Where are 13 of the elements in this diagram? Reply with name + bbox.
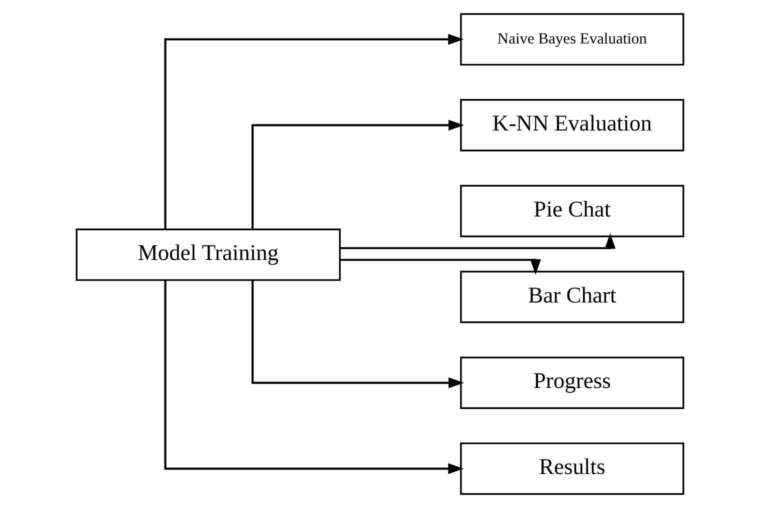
node-box: Results xyxy=(460,442,684,495)
node-box: Bar Chart xyxy=(460,270,684,324)
node-box: Naive Bayes Evaluation xyxy=(460,13,684,66)
arrow xyxy=(340,258,541,275)
arrow xyxy=(340,233,616,250)
arrow xyxy=(252,120,464,230)
node-box: K-NN Evaluation xyxy=(460,99,684,152)
node-box: Model Training xyxy=(76,228,341,281)
arrow xyxy=(164,280,464,474)
arrow xyxy=(252,280,464,388)
node-box: Progress xyxy=(460,356,684,409)
arrow xyxy=(164,34,464,230)
node-box: Pie Chat xyxy=(460,184,684,238)
